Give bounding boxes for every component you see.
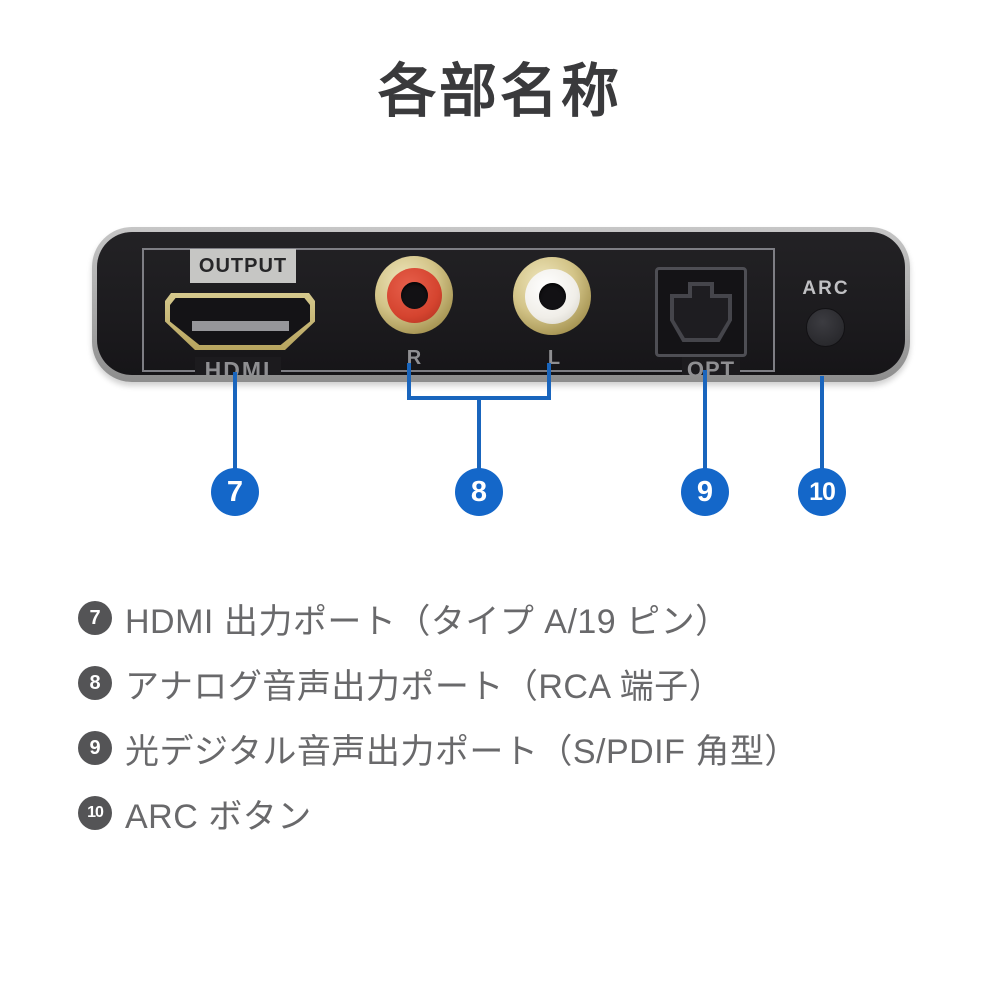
rca-jack-hole [538,282,566,310]
legend-item-10: 10 ARC ボタン [78,790,799,836]
callout-bracket-8-left [407,363,411,400]
rca-jack-left [513,257,591,335]
legend-item-8: 8 アナログ音声出力ポート（RCA 端子） [78,660,799,706]
device-rear-panel: OUTPUT HDMI R L [92,227,910,382]
legend-text-7: HDMI 出力ポート（タイプ A/19 ピン） [125,602,730,641]
hdmi-port-label: HDMI [195,357,281,375]
rca-jack-right [375,256,453,334]
optical-spdif-port [655,267,747,357]
rca-jack-hole [400,281,428,309]
legend-badge-9: 9 [78,731,112,765]
output-label: OUTPUT [190,249,296,283]
rca-white-ring [524,268,580,324]
legend-badge-8: 8 [78,666,112,700]
port-group-outline [142,248,775,372]
device-panel-face: OUTPUT HDMI R L [97,232,905,375]
callout-line-10 [820,376,824,470]
callout-circle-8: 8 [455,468,503,516]
legend-text-8: アナログ音声出力ポート（RCA 端子） [125,667,724,706]
optical-port-label: OPT [682,357,740,375]
legend-item-7: 7 HDMI 出力ポート（タイプ A/19 ピン） [78,595,799,641]
rca-red-ring [386,267,442,323]
toslink-connector-shape [670,282,732,342]
callout-bracket-8-right [547,363,551,400]
callout-line-9 [703,370,707,470]
legend-item-9: 9 光デジタル音声出力ポート（S/PDIF 角型） [78,725,799,771]
legend-badge-10: 10 [78,796,112,830]
callout-circle-10: 10 [798,468,846,516]
hdmi-port [165,293,315,350]
callout-circle-9: 9 [681,468,729,516]
legend-text-9: 光デジタル音声出力ポート（S/PDIF 角型） [125,732,799,771]
toslink-tab-cavity [692,286,710,306]
arc-button [806,308,845,347]
arc-button-label: ARC [802,278,850,299]
legend-text-10: ARC ボタン [125,797,312,836]
callout-line-8 [477,398,481,470]
rca-left-label: L [547,347,561,369]
legend-list: 7 HDMI 出力ポート（タイプ A/19 ピン） 8 アナログ音声出力ポート（… [78,595,799,855]
rca-right-label: R [406,347,422,369]
legend-badge-7: 7 [78,601,112,635]
page-title: 各部名称 [377,59,622,124]
callout-circle-7: 7 [211,468,259,516]
callout-line-7 [233,372,237,470]
hdmi-port-cavity [170,298,310,345]
hdmi-port-tongue [192,321,289,331]
